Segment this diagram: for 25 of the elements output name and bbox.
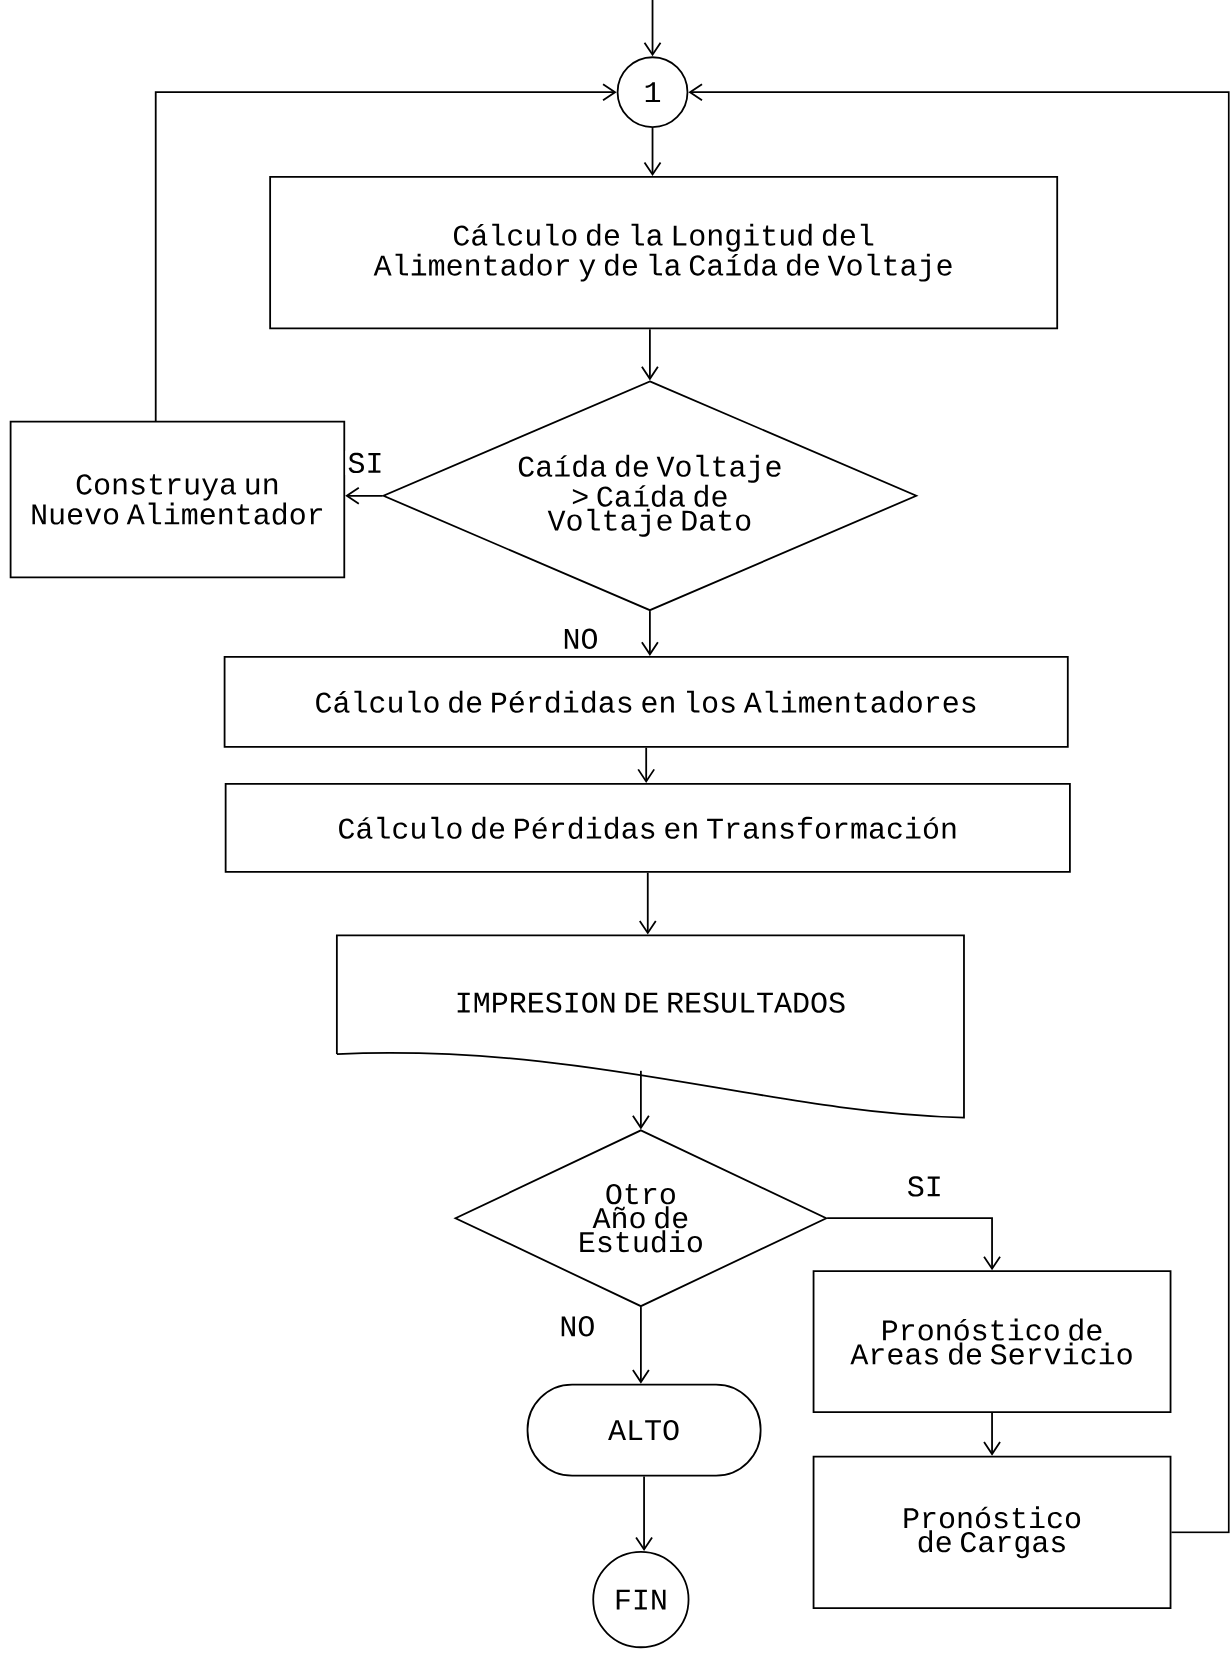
arrow bbox=[637, 746, 656, 783]
arrow bbox=[688, 83, 1230, 1534]
process-box: Cálculo de la Longitud del Alimentador y de la Caída de Voltaje bbox=[269, 176, 1059, 330]
arrow bbox=[641, 328, 659, 381]
process-box: Cálculo de Pérdidas en los Alimentadores bbox=[223, 655, 1069, 748]
arrow bbox=[643, 127, 662, 177]
process-box: Pronóstico de Areas de Servicio bbox=[812, 1270, 1172, 1413]
arrow bbox=[983, 1412, 1002, 1456]
arrow bbox=[641, 610, 659, 656]
process-box: Pronóstico de Cargas bbox=[812, 1455, 1172, 1609]
arrow bbox=[154, 83, 617, 423]
arrow bbox=[345, 486, 384, 505]
edge-label: SI bbox=[904, 1174, 945, 1199]
edge-label: SI bbox=[345, 450, 386, 476]
edge-label: NO bbox=[560, 626, 601, 651]
process-box: Construya un Nuevo Alimentador bbox=[9, 420, 346, 579]
arrow bbox=[643, 0, 662, 57]
process-box: Cálculo de Pérdidas en Transformación bbox=[224, 783, 1071, 873]
arrow bbox=[638, 871, 657, 935]
arrow bbox=[632, 1069, 650, 1130]
arrow bbox=[635, 1475, 654, 1551]
document-shape: IMPRESION DE RESULTADOS bbox=[336, 934, 965, 1119]
arrow bbox=[632, 1306, 650, 1384]
edge-label: NO bbox=[557, 1314, 598, 1339]
arrow bbox=[826, 1217, 1002, 1271]
